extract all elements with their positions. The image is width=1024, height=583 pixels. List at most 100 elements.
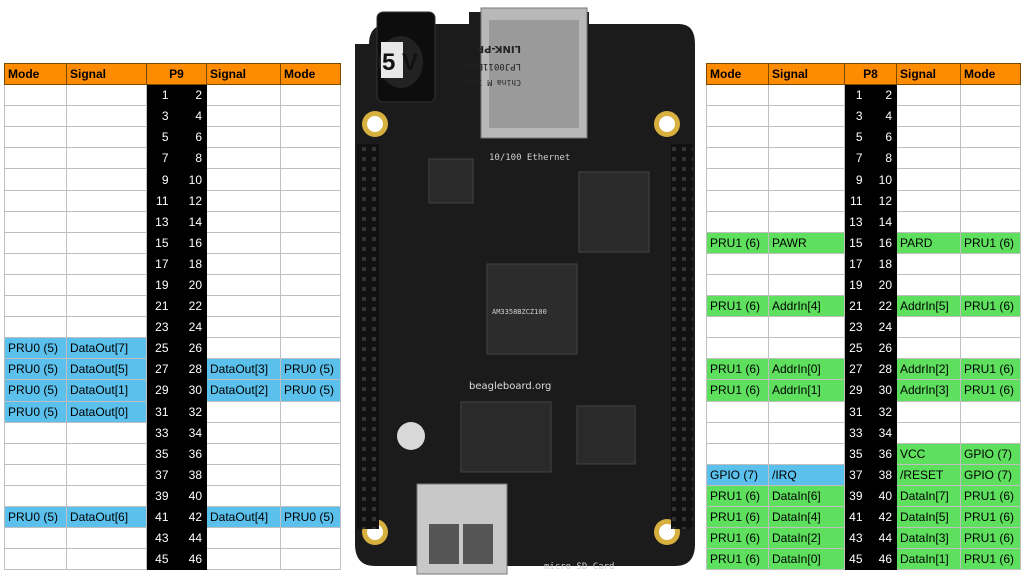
p8-signal-left-cell: [768, 400, 845, 423]
p8-pin-even: 44: [878, 531, 892, 546]
p8-mode-right-cell: PRU1 (6): [960, 379, 1021, 402]
p8-signal-left-cell: [768, 421, 845, 444]
p9-header-strip: [357, 144, 379, 529]
p8-mode-right-cell: [960, 252, 1021, 275]
p9-signal-left-cell: [66, 126, 147, 149]
p8-mode-right-cell: [960, 273, 1021, 297]
p9-pin-even: 40: [188, 488, 202, 503]
p8-pin-odd: 7: [855, 151, 863, 166]
p9-header-pin: P9: [146, 62, 207, 86]
p9-signal-left-cell: [66, 548, 147, 571]
p9-mode-left-cell: [4, 147, 67, 170]
power-label: 5 V: [382, 49, 418, 76]
p8-pin-odd: 11: [850, 193, 863, 208]
p8-pin-odd: 9: [855, 172, 863, 187]
p9-pin-even: 4: [195, 109, 202, 124]
p9-header-mode-right: Mode: [280, 62, 341, 86]
p8-pin-odd: 15: [849, 235, 863, 250]
p8-pin-even: 26: [878, 341, 892, 356]
p8-mode-left-cell: [706, 84, 769, 107]
p9-pin-even: 42: [188, 510, 202, 525]
p9-mode-left-cell: [4, 252, 67, 275]
p8-pin-even: 24: [878, 320, 892, 335]
p8-mode-left-cell: [706, 105, 769, 128]
p9-mode-right-cell: [280, 189, 341, 212]
p9-mode-left-cell: [4, 126, 67, 149]
p9-signal-left-cell: [66, 147, 147, 170]
p8-mode-right-cell: GPIO (7): [960, 442, 1021, 465]
p9-mode-right-cell: [280, 316, 341, 339]
p8-pin-odd: 37: [849, 467, 863, 482]
p9-pin-odd: 35: [155, 446, 169, 461]
p8-pin-odd: 33: [849, 425, 863, 440]
p8-mode-left-cell: [706, 442, 769, 465]
p9-signal-right-cell: [206, 421, 281, 444]
p9-pin-odd: 23: [155, 320, 169, 335]
p9-signal-left-cell: [66, 273, 147, 297]
p9-mode-right-cell: [280, 273, 341, 297]
p8-signal-right-cell: DataIn[3]: [896, 527, 961, 550]
p8-mode-left-cell: [706, 252, 769, 275]
p9-signal-right-cell: [206, 105, 281, 128]
p8-mode-right-cell: [960, 147, 1021, 170]
p9-pin-even: 6: [195, 130, 202, 145]
p9-pin-even: 30: [188, 383, 202, 398]
p9-pin-even: 16: [188, 235, 202, 250]
p8-mode-right-cell: PRU1 (6): [960, 358, 1021, 381]
p9-signal-left-cell: [66, 442, 147, 465]
p9-mode-left-cell: [4, 189, 67, 212]
p9-mode-left-cell: [4, 527, 67, 550]
p9-signal-right-cell: [206, 231, 281, 254]
p9-signal-left-cell: [66, 484, 147, 507]
p9-signal-right-cell: [206, 463, 281, 486]
beaglebone-board: 5 V China M 1838 LPJ0011BBNL LINK-PP 10/…: [355, 7, 695, 575]
p9-mode-left-cell: [4, 442, 67, 465]
svg-text:China M 1838: China M 1838: [463, 78, 521, 87]
p8-signal-left-cell: [768, 337, 845, 360]
p9-pin-odd: 31: [155, 404, 169, 419]
p9-signal-right-cell: [206, 126, 281, 149]
p9-pin-even: 34: [188, 425, 202, 440]
p8-mode-left-cell: PRU1 (6): [706, 295, 769, 318]
p9-signal-left-cell: [66, 231, 147, 254]
p9-header-mode-left: Mode: [4, 62, 67, 86]
p9-pin-even: 22: [188, 299, 202, 314]
p8-mode-right-cell: PRU1 (6): [960, 505, 1021, 529]
p8-header-pin: P8: [844, 62, 897, 86]
p9-mode-left-cell: [4, 484, 67, 507]
p8-pin-even: 2: [885, 88, 892, 103]
p9-pin-even: 2: [195, 88, 202, 103]
p8-pin-odd: 5: [855, 130, 863, 145]
p8-signal-right-cell: PARD: [896, 231, 961, 254]
p8-signal-left-cell: [768, 189, 845, 212]
p9-pin-odd: 7: [161, 151, 169, 166]
p9-signal-right-cell: [206, 400, 281, 423]
p9-pin-even: 14: [188, 214, 202, 229]
p9-mode-left-cell: PRU0 (5): [4, 400, 67, 423]
ethernet-jack: China M 1838 LPJ0011BBNL LINK-PP: [461, 7, 588, 139]
